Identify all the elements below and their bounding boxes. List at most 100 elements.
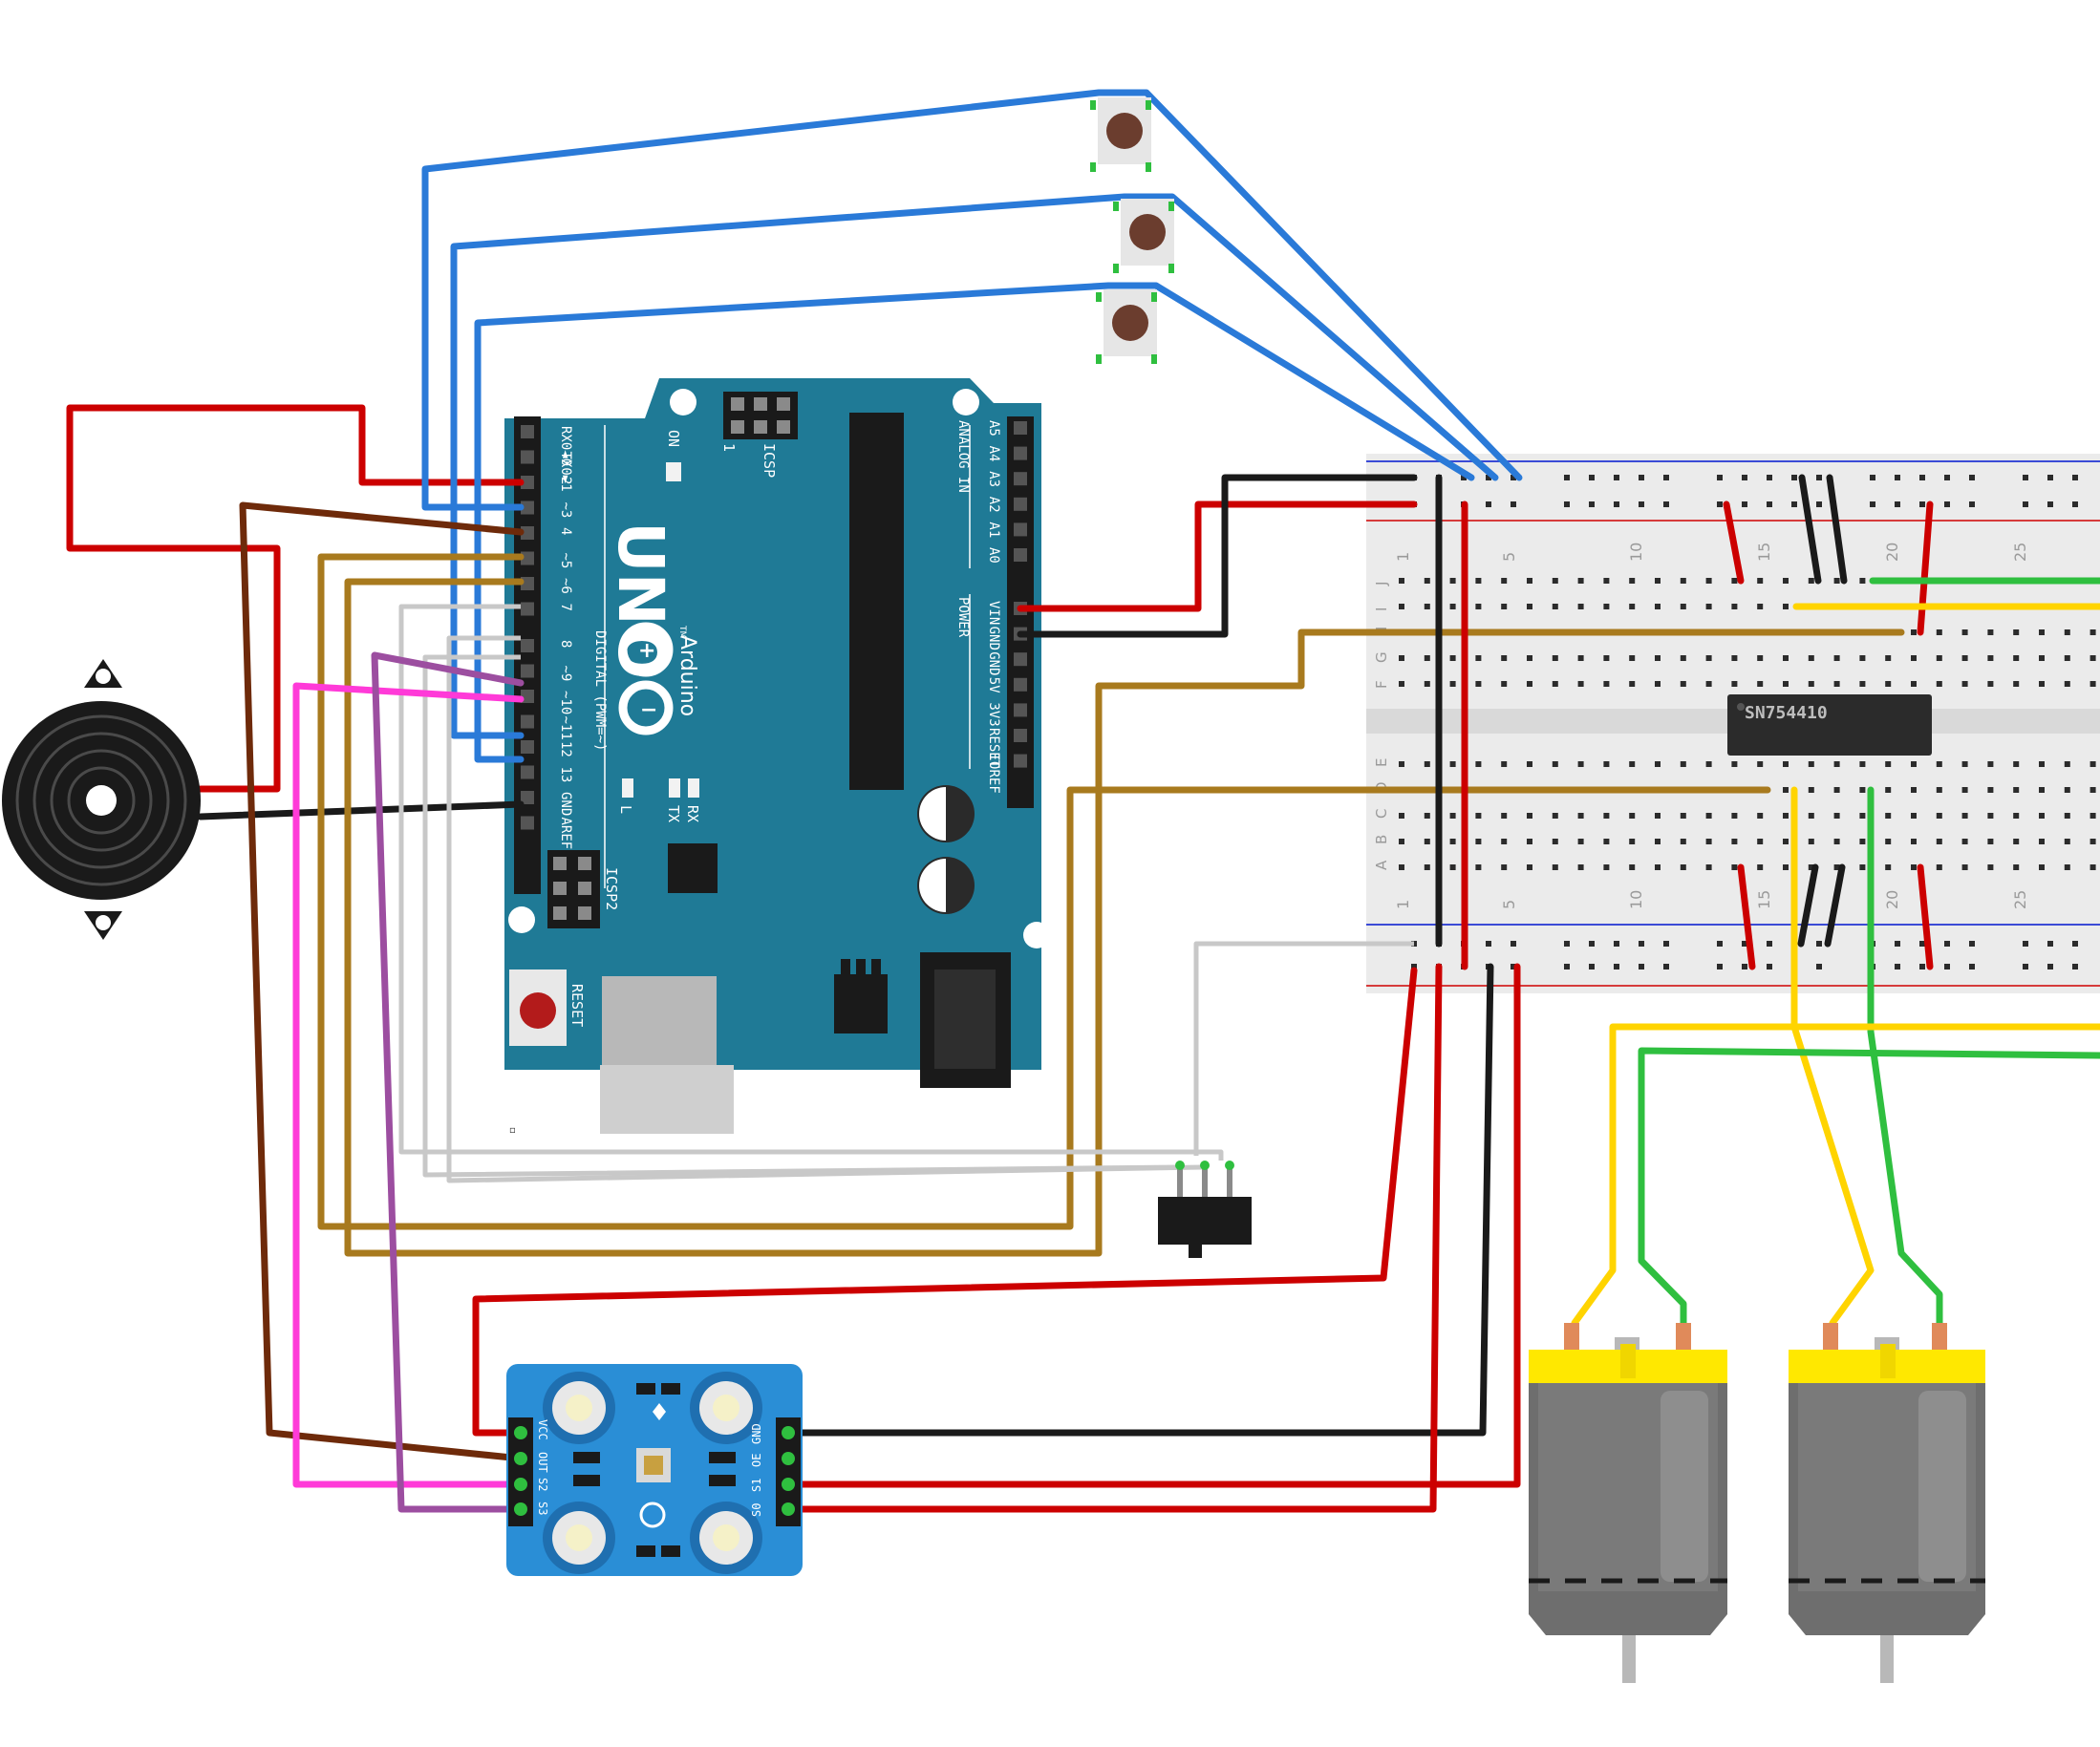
breadboard-hole[interactable] — [1783, 761, 1789, 767]
digital-pin-socket[interactable] — [521, 690, 534, 703]
breadboard-hole[interactable] — [1527, 578, 1532, 584]
analog-pin-socket[interactable] — [1014, 548, 1027, 562]
breadboard-hole[interactable] — [1961, 813, 1968, 819]
breadboard-hole[interactable] — [1680, 578, 1686, 584]
breadboard-hole[interactable] — [2089, 761, 2096, 767]
power-rail-hole[interactable] — [1486, 501, 1491, 507]
breadboard-hole[interactable] — [1936, 864, 1942, 870]
breadboard-hole[interactable] — [1705, 839, 1712, 844]
breadboard-hole[interactable] — [1629, 864, 1636, 870]
breadboard-hole[interactable] — [1757, 578, 1764, 584]
power-rail-hole[interactable] — [2072, 941, 2078, 947]
breadboard-hole[interactable] — [2013, 839, 2020, 844]
breadboard-hole[interactable] — [2089, 787, 2096, 793]
breadboard-hole[interactable] — [2064, 864, 2070, 870]
breadboard-hole[interactable] — [1731, 761, 1738, 767]
power-rail-hole[interactable] — [1639, 501, 1644, 507]
power-rail-hole[interactable] — [2023, 501, 2028, 507]
power-rail-hole[interactable] — [1589, 941, 1595, 947]
breadboard-hole[interactable] — [1783, 681, 1789, 687]
power-rail-hole[interactable] — [1511, 941, 1516, 947]
breadboard-hole[interactable] — [1757, 655, 1764, 661]
breadboard-hole[interactable] — [1552, 655, 1558, 661]
power-rail-hole[interactable] — [1564, 941, 1570, 947]
breadboard-hole[interactable] — [1987, 655, 1994, 661]
breadboard-hole[interactable] — [1501, 761, 1508, 767]
breadboard-hole[interactable] — [2064, 761, 2070, 767]
breadboard-hole[interactable] — [1961, 761, 1968, 767]
power-rail-hole[interactable] — [2047, 964, 2053, 969]
power-rail-hole[interactable] — [1816, 475, 1822, 480]
breadboard-hole[interactable] — [1911, 864, 1917, 870]
breadboard-hole[interactable] — [1783, 787, 1789, 793]
breadboard-hole[interactable] — [2013, 655, 2020, 661]
breadboard-hole[interactable] — [1399, 839, 1404, 844]
breadboard-hole[interactable] — [1987, 787, 1994, 793]
power-pin-socket[interactable] — [1014, 652, 1027, 667]
breadboard-hole[interactable] — [1833, 787, 1840, 793]
breadboard-hole[interactable] — [1629, 604, 1636, 609]
breadboard-hole[interactable] — [1475, 655, 1482, 661]
breadboard-hole[interactable] — [1731, 681, 1738, 687]
power-rail-hole[interactable] — [1969, 475, 1975, 480]
breadboard-hole[interactable] — [1961, 864, 1968, 870]
breadboard-hole[interactable] — [1527, 761, 1532, 767]
power-rail-hole[interactable] — [1564, 475, 1570, 480]
breadboard-hole[interactable] — [1833, 839, 1840, 844]
power-rail-hole[interactable] — [1870, 501, 1875, 507]
breadboard-hole[interactable] — [1783, 655, 1789, 661]
breadboard-hole[interactable] — [1655, 839, 1661, 844]
power-rail-hole[interactable] — [1411, 964, 1417, 969]
digital-pin-socket[interactable] — [521, 476, 534, 489]
pushbutton-1[interactable] — [1090, 97, 1151, 172]
digital-pin-socket[interactable] — [521, 816, 534, 830]
digital-pin-socket[interactable] — [521, 791, 534, 804]
breadboard-hole[interactable] — [1655, 864, 1661, 870]
breadboard-hole[interactable] — [1808, 655, 1814, 661]
power-rail-hole[interactable] — [1511, 475, 1516, 480]
power-rail-hole[interactable] — [2072, 964, 2078, 969]
breadboard-hole[interactable] — [1808, 761, 1814, 767]
breadboard-hole[interactable] — [1449, 864, 1456, 870]
breadboard-hole[interactable] — [1783, 864, 1789, 870]
power-rail-hole[interactable] — [1742, 941, 1747, 947]
breadboard-hole[interactable] — [2039, 761, 2045, 767]
breadboard-hole[interactable] — [1833, 578, 1840, 584]
breadboard-hole[interactable] — [1833, 761, 1840, 767]
power-rail-hole[interactable] — [1791, 501, 1797, 507]
breadboard-hole[interactable] — [1680, 864, 1686, 870]
power-rail-hole[interactable] — [1717, 475, 1723, 480]
breadboard-hole[interactable] — [1475, 681, 1482, 687]
power-rail-hole[interactable] — [2023, 941, 2028, 947]
breadboard-hole[interactable] — [2013, 629, 2020, 635]
breadboard-hole[interactable] — [1936, 787, 1942, 793]
breadboard-hole[interactable] — [1603, 864, 1610, 870]
breadboard-hole[interactable] — [2089, 864, 2096, 870]
breadboard-hole[interactable] — [1885, 813, 1892, 819]
breadboard-hole[interactable] — [1527, 681, 1532, 687]
power-rail-hole[interactable] — [1717, 941, 1723, 947]
breadboard-hole[interactable] — [1808, 681, 1814, 687]
breadboard-hole[interactable] — [1757, 604, 1764, 609]
breadboard-hole[interactable] — [1399, 578, 1404, 584]
breadboard-hole[interactable] — [1399, 655, 1404, 661]
breadboard-hole[interactable] — [1859, 761, 1866, 767]
power-rail-hole[interactable] — [1589, 501, 1595, 507]
breadboard-hole[interactable] — [1603, 655, 1610, 661]
breadboard-hole[interactable] — [1629, 655, 1636, 661]
breadboard-hole[interactable] — [2039, 839, 2045, 844]
breadboard-hole[interactable] — [1399, 813, 1404, 819]
power-rail-hole[interactable] — [1614, 501, 1619, 507]
power-rail-hole[interactable] — [1486, 475, 1491, 480]
breadboard-hole[interactable] — [1552, 839, 1558, 844]
breadboard-hole[interactable] — [1475, 604, 1482, 609]
power-rail-hole[interactable] — [1564, 501, 1570, 507]
breadboard-hole[interactable] — [1961, 655, 1968, 661]
breadboard-hole[interactable] — [1603, 761, 1610, 767]
power-rail-hole[interactable] — [2023, 475, 2028, 480]
breadboard-hole[interactable] — [1808, 839, 1814, 844]
power-rail-hole[interactable] — [1969, 501, 1975, 507]
digital-pin-socket[interactable] — [521, 714, 534, 729]
breadboard-hole[interactable] — [1655, 655, 1661, 661]
breadboard-hole[interactable] — [1424, 604, 1430, 609]
